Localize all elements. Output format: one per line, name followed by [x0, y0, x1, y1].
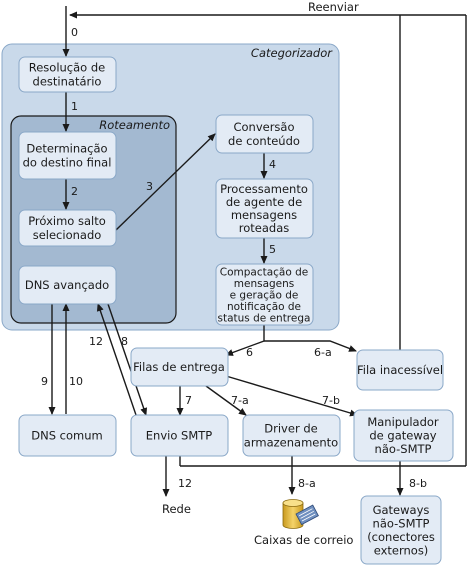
label-advanced-dns: DNS avançado [25, 278, 109, 292]
label-line: Envio SMTP [146, 429, 212, 443]
arrow-8 [107, 303, 148, 416]
node-gateway-handler [353, 409, 454, 462]
label-line: e geração de [230, 290, 299, 302]
label-line: Conversão [233, 120, 294, 134]
node-final-destination [18, 131, 117, 180]
arrow-6a [264, 340, 357, 352]
label-line: de agente de [226, 195, 302, 209]
label-line: status de entrega [218, 313, 311, 325]
step-8a: 8-a [298, 477, 316, 490]
label-line: não-SMTP [375, 442, 432, 456]
label-line: Driver de [264, 422, 317, 436]
step-0: 0 [71, 26, 78, 39]
label-line: notificação de [227, 301, 301, 313]
label-line: externos) [374, 543, 429, 557]
step-6a: 6-a [314, 346, 332, 359]
label-line: de conteúdo [228, 134, 300, 148]
step-7: 7 [185, 394, 192, 407]
node-store-driver [242, 414, 341, 457]
label-line: mensagens [234, 278, 295, 290]
label-delivery-queues: Filas de entrega [133, 360, 225, 374]
label-line: Próximo salto [28, 214, 106, 228]
label-smtp-send: Envio SMTP [146, 429, 212, 443]
arrow-3 [115, 133, 216, 231]
step-1: 1 [71, 100, 78, 113]
label-line: Gateways [373, 503, 430, 517]
label-line: mensagens [231, 208, 297, 222]
step-5: 5 [269, 243, 276, 256]
mailbox-database-icon [282, 499, 319, 529]
step-10: 10 [69, 375, 83, 388]
label-line: roteadas [239, 221, 289, 235]
label-line: Processamento [220, 182, 308, 196]
label-line: Filas de entrega [133, 360, 225, 374]
node-common-dns [18, 414, 117, 457]
node-message-packaging [215, 263, 314, 326]
node-routed-agent-processing [215, 178, 314, 239]
node-non-smtp-gateways [360, 495, 442, 565]
routing-label: Roteamento [99, 118, 170, 132]
node-advanced-dns [18, 265, 117, 305]
step-8: 8 [121, 335, 128, 348]
label-line: Compactação de [220, 267, 309, 279]
node-delivery-queues [130, 347, 229, 387]
arrow-12-up [96, 303, 137, 416]
step-9: 9 [41, 375, 48, 388]
label-line: Manipulador [367, 415, 439, 429]
arrow-7b [225, 375, 358, 417]
step-6: 6 [246, 346, 253, 359]
label-line: (conectores [367, 530, 435, 544]
label-line: selecionado [33, 228, 102, 242]
step-7b: 7-b [322, 394, 340, 407]
node-recipient-resolution [18, 56, 117, 93]
node-smtp-send [130, 414, 229, 457]
step-2: 2 [71, 185, 78, 198]
node-unreachable-queue [356, 349, 444, 391]
categorizer-label: Categorizador [251, 46, 333, 60]
label-line: Fila inacessível [357, 363, 443, 377]
label-network: Rede [162, 502, 191, 516]
label-line: DNS comum [31, 429, 102, 443]
node-next-hop [18, 209, 117, 247]
label-common-dns: DNS comum [31, 429, 102, 443]
label-line: Resolução de [29, 61, 106, 75]
label-mailboxes: Caixas de correio [254, 533, 353, 547]
label-unreachable-queue: Fila inacessível [357, 363, 443, 377]
label-resend: Reenviar [308, 0, 359, 14]
label-line: armazenamento [244, 436, 338, 450]
node-content-conversion [215, 114, 314, 154]
step-7a: 7-a [231, 394, 249, 407]
label-line: DNS avançado [25, 278, 109, 292]
step-8b: 8-b [409, 477, 427, 490]
step-3: 3 [146, 180, 153, 193]
label-line: do destino final [23, 156, 112, 170]
label-line: não-SMTP [373, 516, 430, 530]
step-4: 4 [269, 158, 276, 171]
arrow-7a [205, 385, 247, 416]
label-line: destinatário [33, 75, 102, 89]
label-line: Determinação [26, 142, 107, 156]
label-line: de gateway [369, 429, 436, 443]
step-12-down: 12 [178, 477, 192, 490]
step-12-up: 12 [89, 335, 103, 348]
